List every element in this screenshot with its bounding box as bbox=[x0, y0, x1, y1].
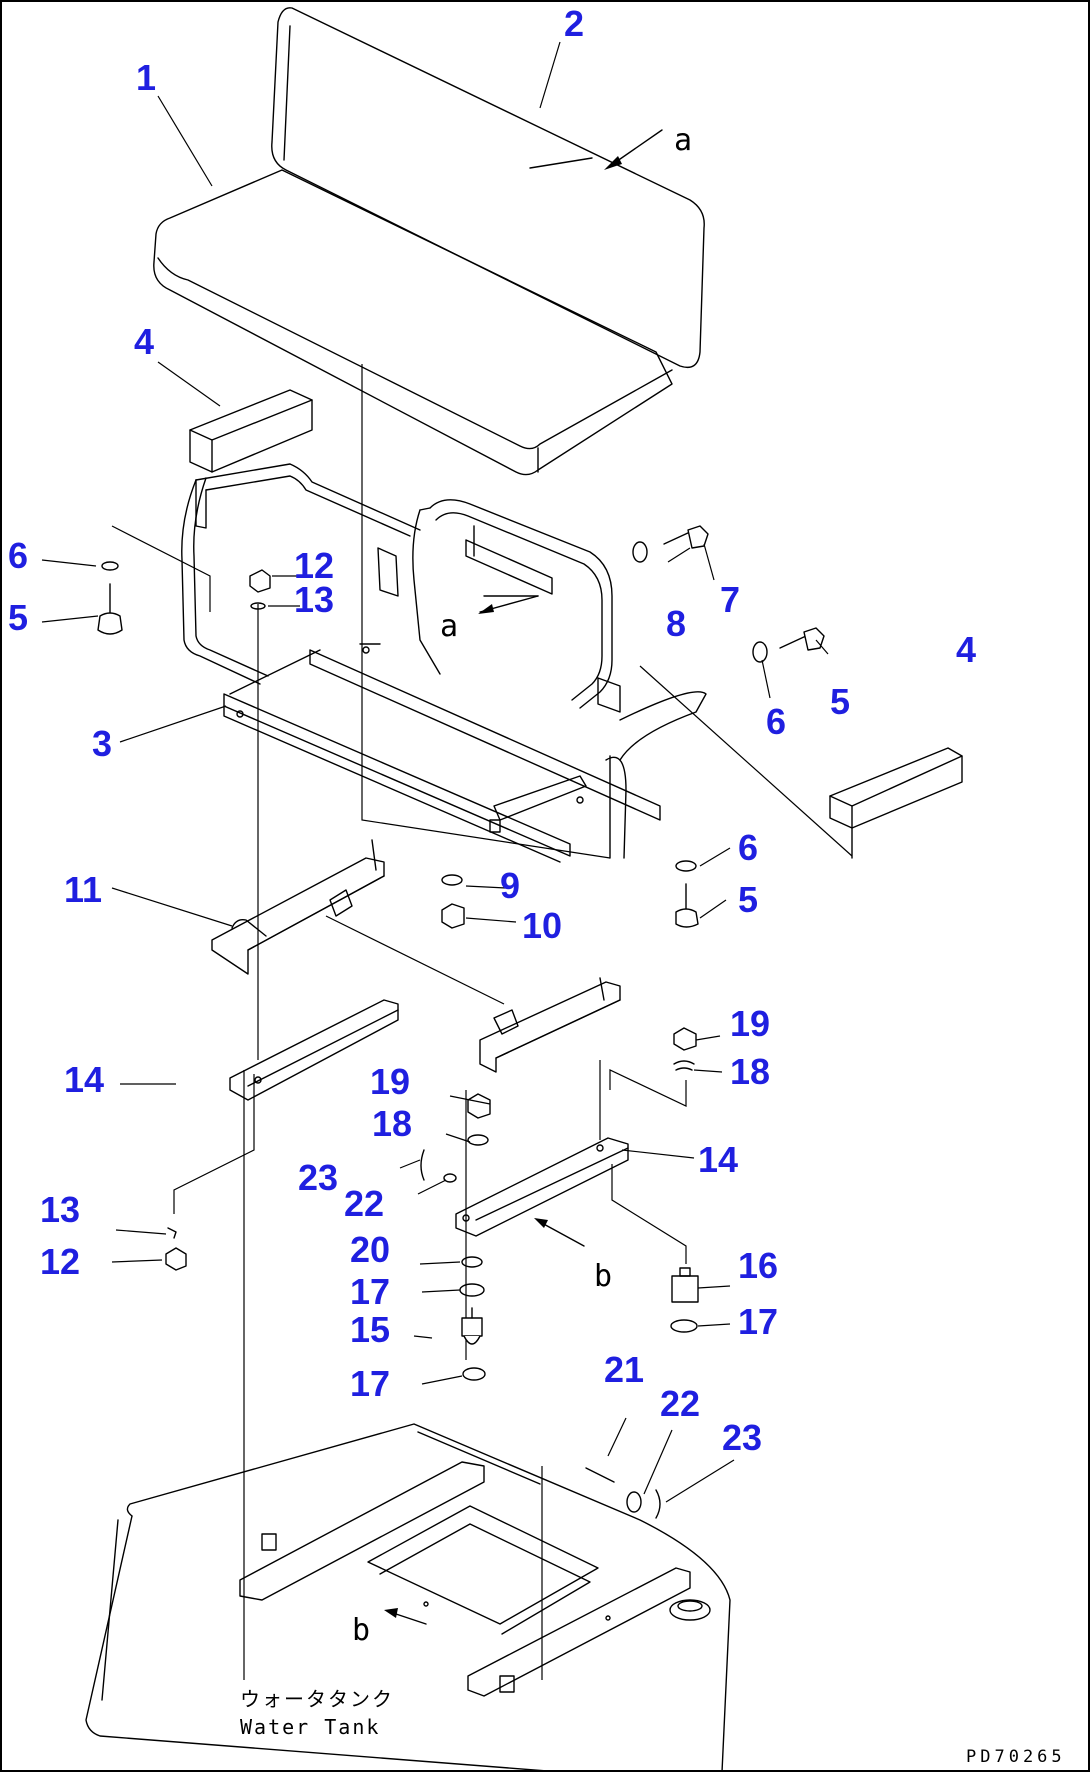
callout-6-bottom: 6 bbox=[738, 827, 758, 868]
callout-14-left: 14 bbox=[64, 1059, 104, 1100]
view-label-b-tank: b bbox=[352, 1613, 370, 1648]
callout-13-top: 13 bbox=[294, 579, 334, 620]
callout-21: 21 bbox=[604, 1349, 644, 1390]
callout-6-mid: 6 bbox=[766, 701, 786, 742]
callout-9: 9 bbox=[500, 865, 520, 906]
callout-4-right: 4 bbox=[956, 629, 976, 670]
leader-lines bbox=[41, 41, 829, 1503]
mounting-bracket-left-part bbox=[229, 999, 399, 1101]
assembly-lines bbox=[111, 364, 687, 1680]
callout-19-right: 19 bbox=[730, 1003, 770, 1044]
callout-16: 16 bbox=[738, 1245, 778, 1286]
tank-label-english: Water Tank bbox=[240, 1715, 380, 1739]
callout-15: 15 bbox=[350, 1309, 390, 1350]
callout-17-a: 17 bbox=[350, 1271, 390, 1312]
callout-17-b: 17 bbox=[350, 1363, 390, 1404]
seat-cushion-part bbox=[153, 169, 673, 476]
tank-label-japanese: ウォータタンク bbox=[240, 1687, 394, 1711]
callout-5-bottom: 5 bbox=[738, 879, 758, 920]
callout-22-bottom: 22 bbox=[660, 1383, 700, 1424]
seat-backrest-part bbox=[271, 7, 705, 369]
callout-5-mid: 5 bbox=[830, 681, 850, 722]
mounting-bracket-right-part bbox=[455, 1137, 629, 1237]
callout-23-mid: 23 bbox=[298, 1157, 338, 1198]
view-arrows bbox=[384, 129, 663, 1625]
callout-2: 2 bbox=[564, 3, 584, 44]
leader-armrest-right bbox=[639, 665, 853, 857]
view-label-a-frame: a bbox=[440, 609, 458, 644]
hardware-parts bbox=[97, 525, 825, 1519]
callout-5-left: 5 bbox=[8, 597, 28, 638]
drawing-code: PD70265 bbox=[966, 1747, 1066, 1767]
callout-14-right: 14 bbox=[698, 1139, 738, 1180]
seat-slide-rail-left-part bbox=[211, 839, 385, 975]
callout-19-mid: 19 bbox=[370, 1061, 410, 1102]
callout-3: 3 bbox=[92, 723, 112, 764]
callout-18-mid: 18 bbox=[372, 1103, 412, 1144]
callout-23-bottom: 23 bbox=[722, 1417, 762, 1458]
armrest-pad-right-part bbox=[829, 747, 963, 859]
seat-frame-part bbox=[181, 463, 707, 863]
callout-numbers: 1 2 3 4 4 6 5 12 13 8 7 6 5 11 9 10 6 5 … bbox=[8, 3, 976, 1458]
armrest-pad-left-part bbox=[189, 389, 313, 473]
callout-1: 1 bbox=[136, 57, 156, 98]
callout-7: 7 bbox=[720, 579, 740, 620]
callout-12-bottom: 12 bbox=[40, 1241, 80, 1282]
callout-8: 8 bbox=[666, 603, 686, 644]
callout-13-bottom: 13 bbox=[40, 1189, 80, 1230]
view-label-a-top: a bbox=[674, 123, 692, 158]
callout-6-left: 6 bbox=[8, 535, 28, 576]
water-tank-part bbox=[85, 1423, 731, 1772]
callout-22-mid: 22 bbox=[344, 1183, 384, 1224]
callout-18-right: 18 bbox=[730, 1051, 770, 1092]
callout-4-left: 4 bbox=[134, 321, 154, 362]
callout-11: 11 bbox=[64, 869, 102, 910]
callout-10: 10 bbox=[522, 905, 562, 946]
callout-20: 20 bbox=[350, 1229, 390, 1270]
view-label-b-bracket: b bbox=[594, 1259, 612, 1294]
callout-12-top: 12 bbox=[294, 545, 334, 586]
seat-slide-rail-right-part bbox=[479, 977, 621, 1073]
callout-17-right: 17 bbox=[738, 1301, 778, 1342]
